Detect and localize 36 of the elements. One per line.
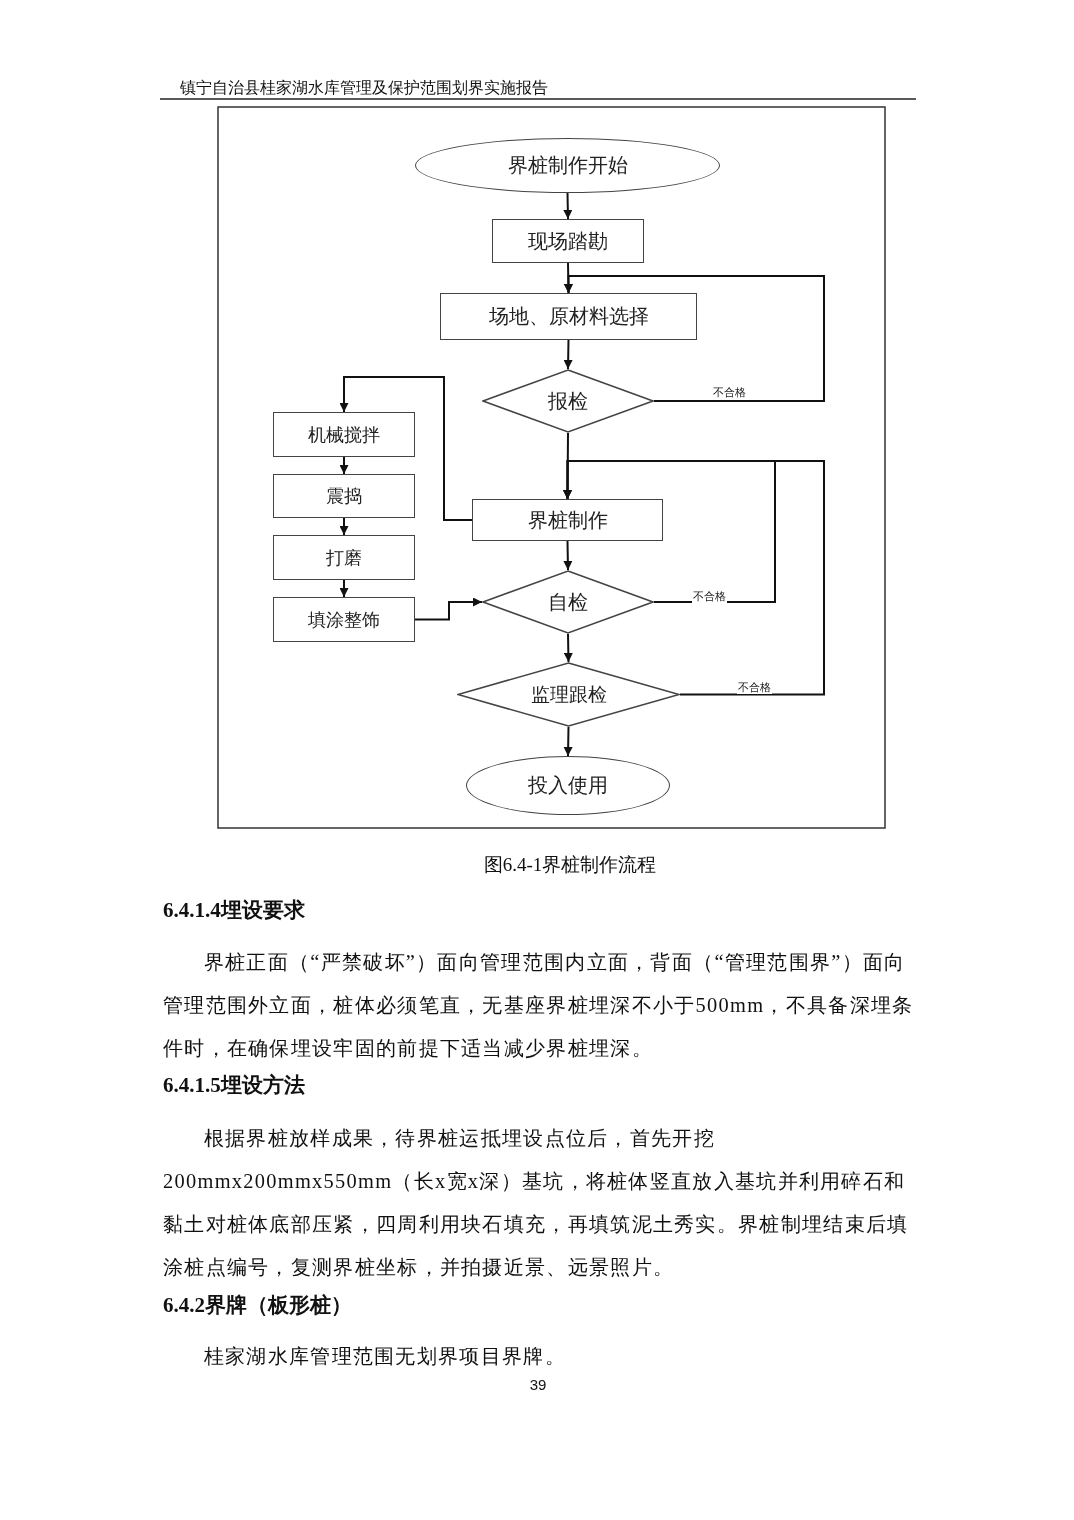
section-heading: 6.4.1.4埋设要求 — [163, 897, 306, 924]
arrow — [564, 275, 825, 402]
arrow — [563, 460, 825, 696]
section-heading: 6.4.2界牌（板形桩） — [163, 1292, 353, 1319]
body-paragraph: 界桩正面（“严禁破坏”）面向管理范围内立面，背面（“管理范围界”）面向管理范围外立面，桩体必须笔直，无基座界桩埋深不小于500mm，不具备深埋条件时，在确保埋设牢固的前提下适当减少界桩埋深。 — [163, 950, 915, 1061]
arrow — [339, 376, 473, 521]
page-number: 39 — [528, 1376, 548, 1393]
edge-label: 不合格 — [712, 386, 747, 399]
decision-diamond: 自检 — [482, 570, 654, 634]
process-box: 界桩制作 — [472, 499, 663, 541]
process-box: 填涂整饰 — [273, 597, 415, 642]
arrow — [339, 579, 349, 598]
terminal-ellipse: 界桩制作开始 — [415, 138, 720, 193]
page-header: 镇宁自治县桂家湖水库管理及保护范围划界实施报告 — [180, 78, 548, 98]
arrow — [563, 192, 573, 220]
decision-diamond: 报检 — [482, 369, 654, 433]
terminal-ellipse: 投入使用 — [466, 756, 670, 815]
figure-caption: 图6.4-1界桩制作流程 — [482, 853, 658, 877]
process-box: 现场踏勘 — [492, 219, 644, 263]
body-paragraph: 根据界桩放样成果，待界桩运抵埋设点位后，首先开挖200mmx200mmx550mm（长x宽x深）基坑，将桩体竖直放入基坑并利用碎石和黏土对桩体底部压紧，四周利用块石填充，再填筑泥土秀实。界桩制埋结束后填涂桩点编号，复测界桩坐标，并拍摄近景、远景照片。 — [163, 1126, 910, 1280]
edge-label: 不合格 — [692, 590, 727, 603]
arrow — [563, 540, 573, 571]
edge-label: 不合格 — [737, 681, 772, 694]
arrow — [339, 517, 349, 536]
arrow — [563, 339, 573, 370]
body-paragraph: 桂家湖水库管理范围无划界项目界牌。 — [202, 1344, 567, 1369]
arrow — [563, 726, 573, 757]
process-box: 打磨 — [273, 535, 415, 580]
process-box: 震捣 — [273, 474, 415, 518]
process-box: 场地、原材料选择 — [440, 293, 697, 340]
arrow — [339, 456, 349, 475]
section-heading: 6.4.1.5埋设方法 — [163, 1072, 306, 1099]
process-box: 机械搅拌 — [273, 412, 415, 457]
arrow — [563, 633, 573, 663]
decision-diamond: 监理跟检 — [457, 662, 680, 727]
arrow — [414, 597, 483, 621]
